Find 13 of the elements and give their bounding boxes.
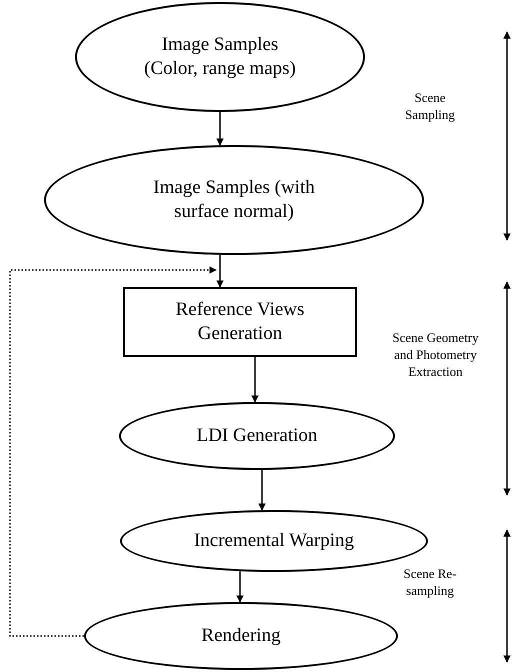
process-ellipse: LDI Generation (119, 402, 395, 470)
process-ellipse: Image Samples (Color, range maps) (75, 2, 365, 112)
process-ellipse: Rendering (84, 602, 398, 670)
feedback-arrow (9, 266, 217, 637)
arrow (236, 571, 244, 603)
process-box: Reference Views Generation (123, 287, 357, 357)
arrow (216, 112, 224, 146)
arrow (216, 254, 224, 288)
arrow (258, 470, 266, 511)
process-ellipse: Image Samples (with surface normal) (44, 145, 424, 255)
phase-label: Scene Sampling (404, 90, 456, 124)
phase-label: Scene Geometry and Photometry Extraction (391, 330, 480, 381)
arrow (251, 357, 259, 403)
